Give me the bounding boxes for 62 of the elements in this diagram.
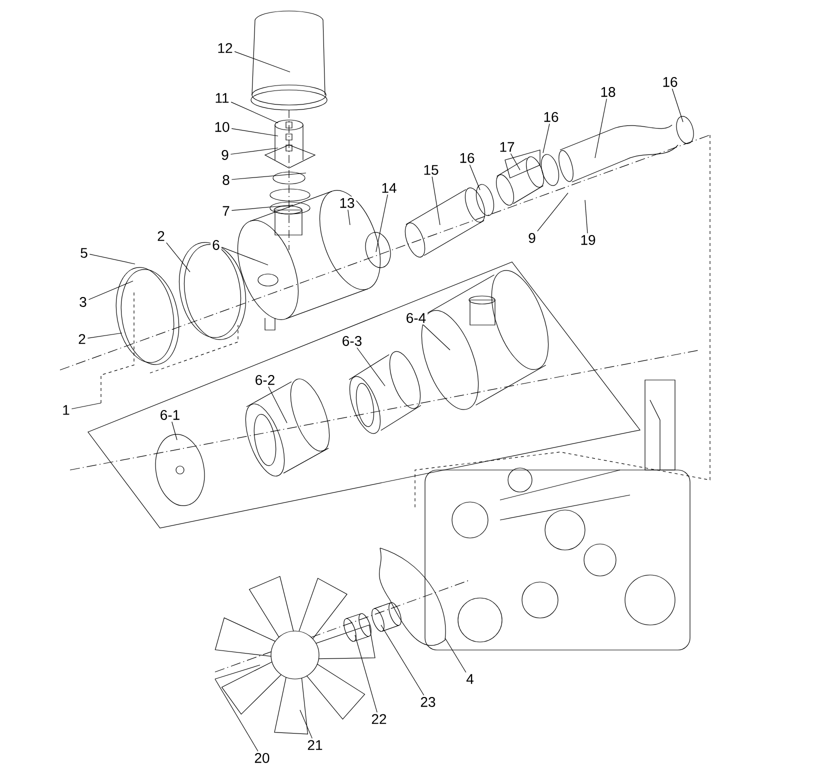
callout-number: 14	[380, 182, 398, 194]
callout-number: 6-4	[404, 312, 428, 324]
leader-line	[71, 402, 102, 410]
callout-number: 4	[464, 672, 476, 686]
leader-line	[230, 148, 278, 155]
leader-line	[537, 192, 568, 232]
leader-line	[542, 123, 550, 154]
callout-number: 15	[422, 164, 440, 176]
leader-line	[231, 128, 278, 136]
leader-line	[230, 102, 278, 124]
leader-line	[268, 386, 288, 424]
callout-number: 10	[212, 120, 232, 134]
callout-number: 17	[498, 140, 516, 154]
callout-number: 12	[216, 42, 234, 54]
leader-line	[166, 242, 190, 272]
callout-number: 20	[252, 752, 272, 764]
leader-line	[172, 421, 178, 440]
callout-number: 9	[220, 148, 230, 162]
leader-line	[354, 634, 378, 713]
leader-line	[87, 332, 122, 338]
callout-number: 9	[526, 232, 538, 244]
leader-line	[594, 98, 607, 158]
callout-number: 22	[370, 712, 388, 726]
leader-line	[214, 678, 258, 752]
leader-line	[231, 204, 294, 211]
leader-line	[444, 638, 466, 673]
callout-number: 23	[418, 696, 438, 708]
leader-line	[300, 710, 312, 739]
leader-line	[234, 51, 290, 72]
callout-number: 11	[213, 92, 231, 104]
leader-line	[432, 176, 440, 226]
callout-number: 7	[220, 204, 232, 218]
callout-number: 16	[660, 76, 680, 88]
leader-line	[510, 153, 520, 170]
callout-number: 19	[578, 234, 598, 246]
leader-line	[231, 172, 306, 180]
callout-number: 1	[60, 404, 72, 416]
callout-number: 2	[156, 230, 166, 242]
callout-number: 13	[338, 196, 356, 210]
callout-number: 16	[458, 152, 476, 164]
callout-number: 6-2	[253, 374, 277, 386]
leader-line	[672, 88, 684, 122]
callout-number: 16	[542, 110, 560, 124]
leader-line	[422, 324, 450, 350]
leader-line	[376, 194, 388, 252]
leader-line	[380, 624, 424, 696]
leader-line	[356, 347, 386, 386]
leader-line	[469, 164, 480, 190]
callout-number: 5	[78, 246, 90, 260]
callout-number: 6-3	[340, 334, 364, 348]
callout-number: 8	[220, 174, 232, 186]
leader-line	[88, 280, 134, 300]
callout-number: 21	[306, 738, 324, 752]
callout-number: 6-1	[158, 408, 182, 422]
leader-line	[348, 209, 350, 226]
leader-line	[89, 254, 136, 264]
callout-number: 2	[76, 332, 88, 346]
callout-number: 3	[78, 296, 88, 308]
leader-line	[584, 200, 588, 234]
callout-number: 18	[598, 86, 618, 98]
leader-line	[221, 246, 268, 266]
callout-number: 6	[210, 238, 222, 252]
